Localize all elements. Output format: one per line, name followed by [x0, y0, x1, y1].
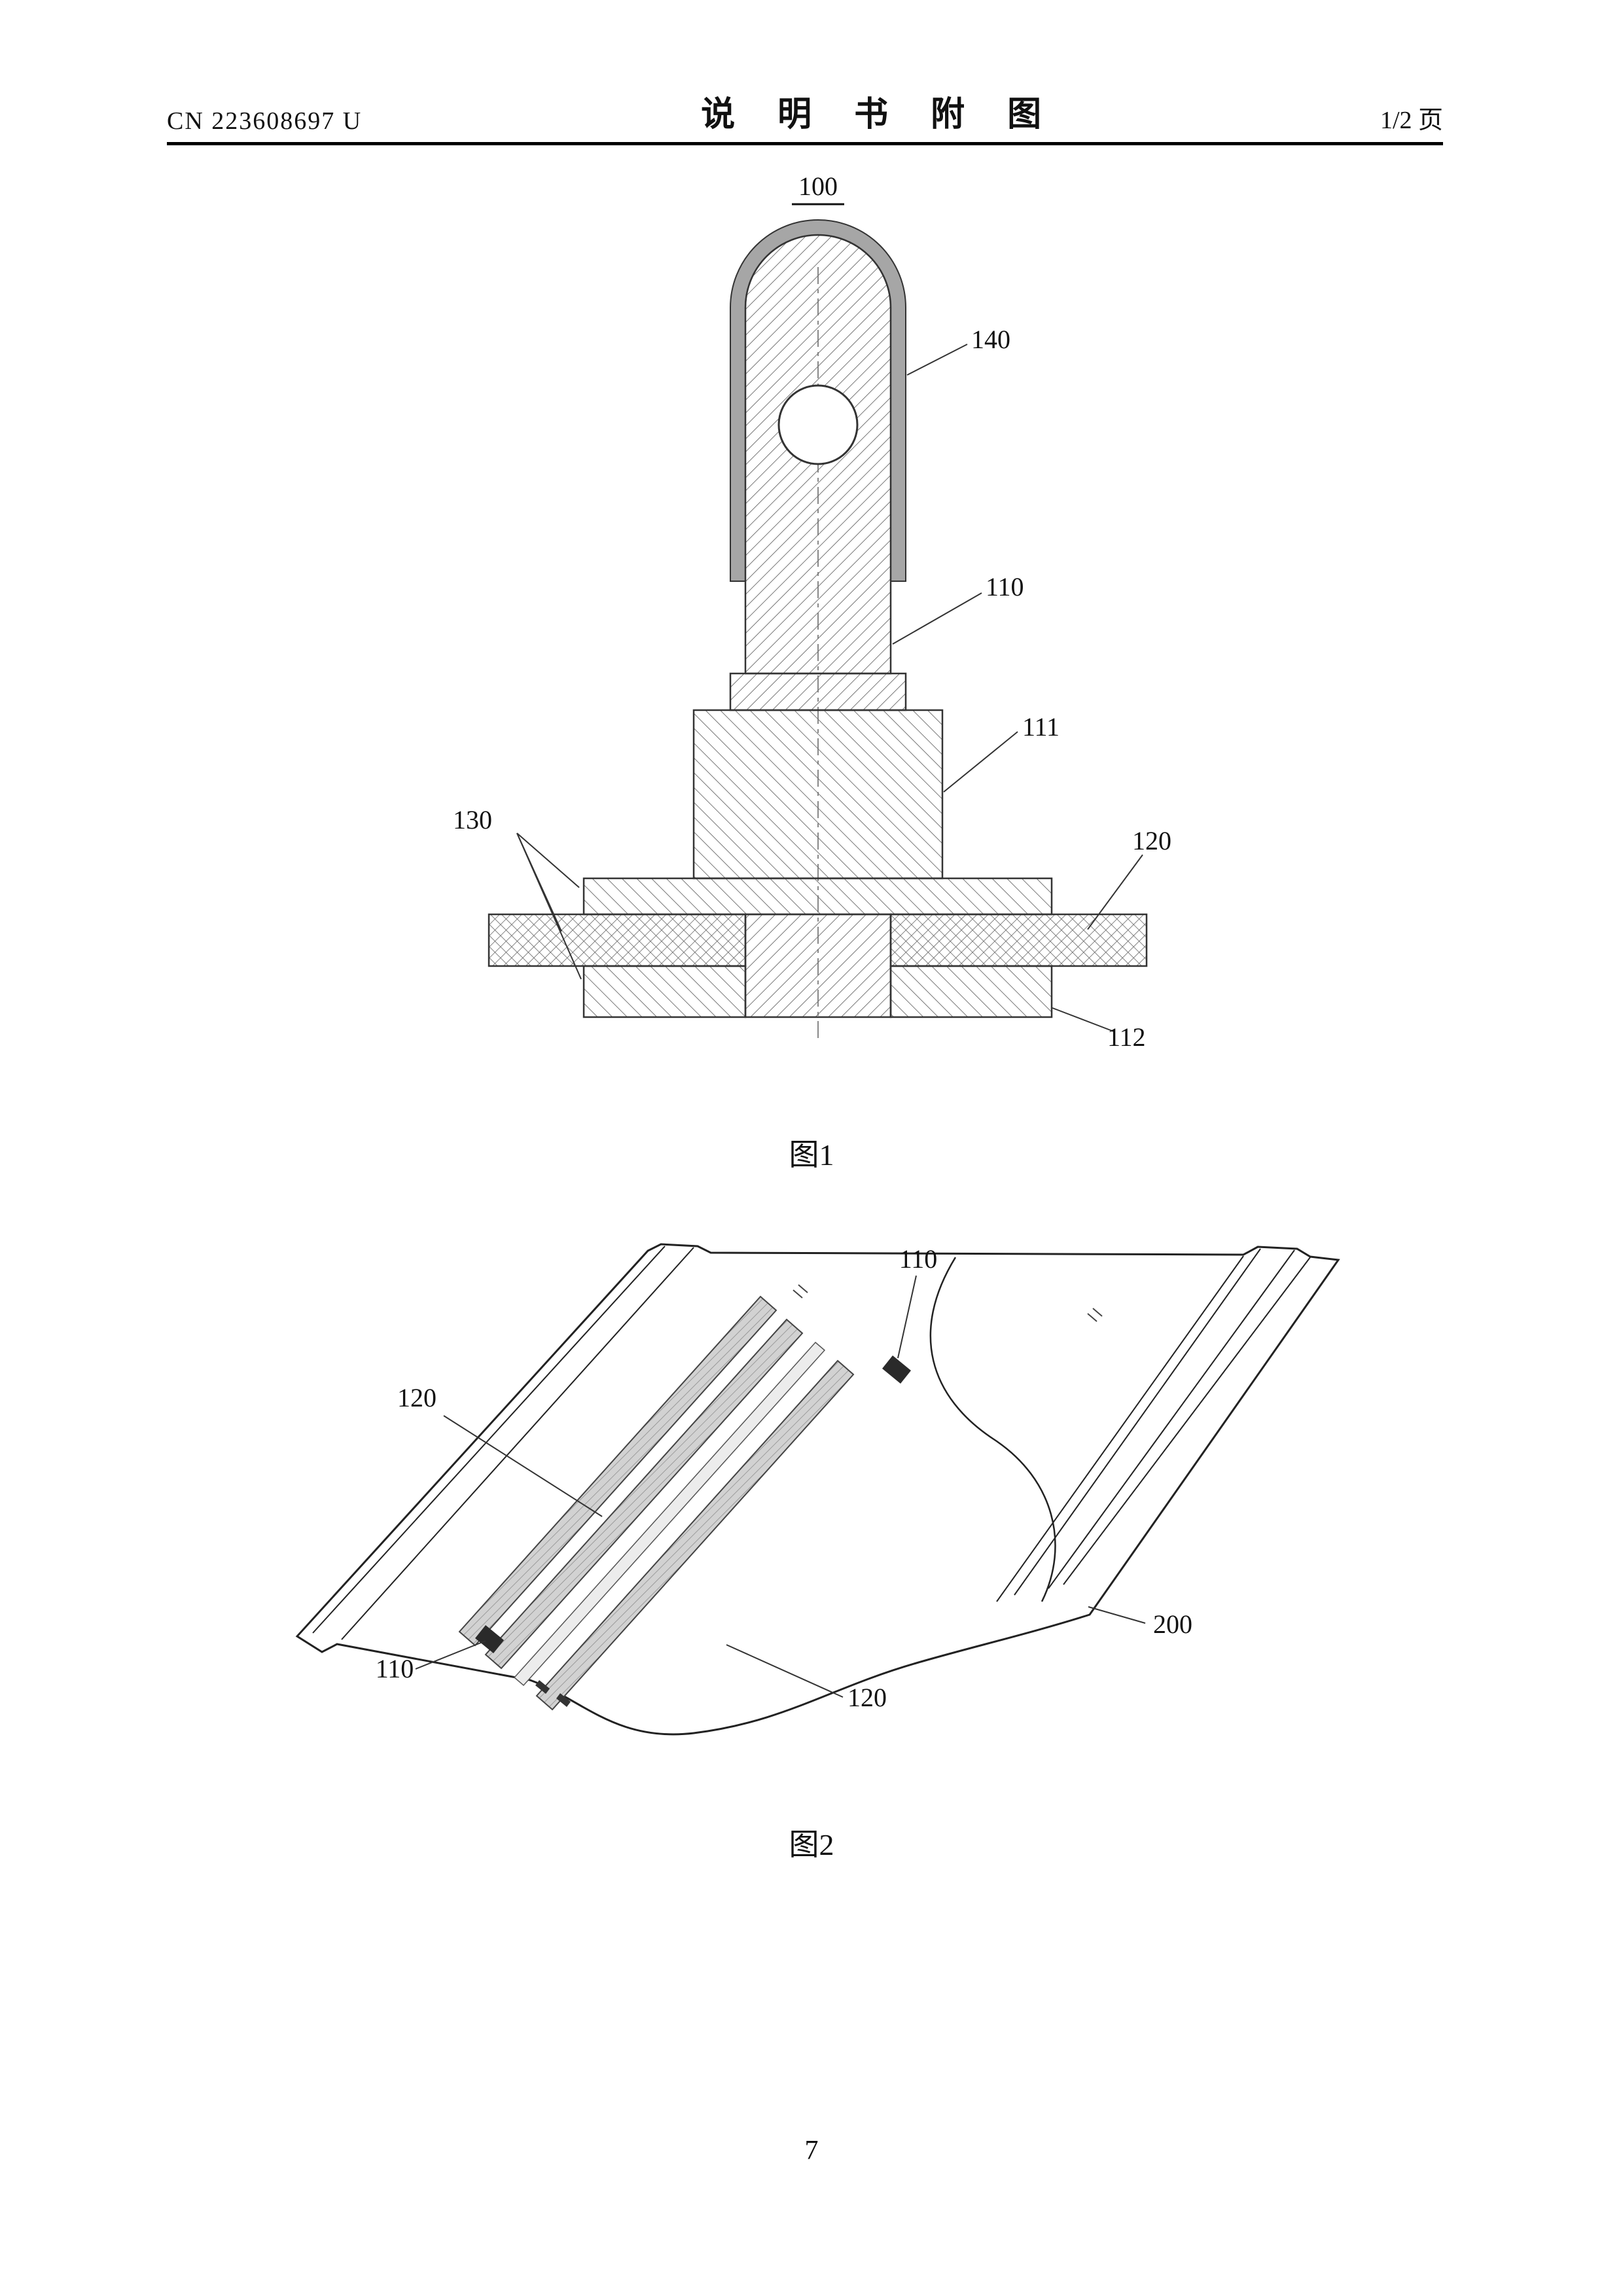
fig2-label-110-bottom: 110	[376, 1654, 414, 1683]
fig1-bottom-plate-right	[889, 965, 1053, 1018]
page-header: CN 223608697 U 说 明 书 附 图 1/2 页	[167, 90, 1443, 145]
fig1-label-111: 111	[1022, 712, 1060, 742]
fig2-rail-4	[535, 1359, 855, 1711]
fig1-label-120: 120	[1132, 826, 1171, 855]
fig1-seal-band-left	[488, 913, 747, 967]
fig2-right-seam-line-3	[1048, 1249, 1295, 1589]
fig1-leader-110	[892, 592, 982, 645]
fig1-leader-112	[1052, 1007, 1115, 1032]
fig1-label-110: 110	[986, 572, 1024, 601]
fig2-detail-mark-2	[1087, 1308, 1103, 1322]
page-number: 7	[804, 2136, 819, 2166]
fig2-leader-120-left	[443, 1415, 603, 1517]
figure1-drawing: 100 140 110 111 130 120 112	[453, 171, 1171, 1052]
figure2-drawing: 110 120 110 120 200	[295, 1243, 1340, 1736]
fig1-bottom-plate-left	[582, 965, 747, 1018]
fig1-label-100: 100	[798, 171, 838, 201]
fig1-leader-140	[906, 344, 968, 376]
fig1-leader-120	[1087, 854, 1143, 930]
fig2-clamp-foot-2	[556, 1693, 571, 1707]
fig2-clamp-foot-1	[535, 1680, 550, 1694]
fig1-base-block	[692, 709, 944, 880]
fig2-detail-mark-1	[793, 1284, 808, 1299]
figure2-caption: 图2	[789, 1828, 834, 1861]
fig2-right-seam-line-1	[996, 1255, 1244, 1602]
fig2-leader-110-top	[897, 1275, 917, 1359]
fig2-rail-3	[513, 1341, 826, 1687]
fig1-bolt-column	[744, 913, 892, 1018]
fig1-top-plate	[582, 877, 1053, 916]
fig1-seal-band-right	[889, 913, 1148, 967]
fig2-label-110-top: 110	[899, 1244, 938, 1274]
fig2-clamp-bottom	[475, 1625, 504, 1653]
fig2-label-120-bottom: 120	[847, 1683, 887, 1712]
fig2-wave-curve	[929, 1257, 1056, 1602]
fig2-right-seam-line-4	[1063, 1257, 1311, 1585]
fig2-sheet-outline	[295, 1243, 1340, 1736]
fig1-leader-130c	[516, 833, 582, 980]
fig2-rail-2	[484, 1318, 804, 1670]
fig2-leader-110-bottom	[415, 1640, 486, 1670]
figure1-container: 100 140 110 111 130 120 112	[445, 169, 1178, 1088]
fig1-eye-hole	[777, 384, 859, 465]
fig1-collar	[729, 672, 907, 711]
fig2-leader-200	[1088, 1606, 1146, 1624]
fig2-left-seam-line-1	[312, 1246, 666, 1634]
page-indicator: 1/2 页	[1380, 107, 1443, 134]
fig2-leader-120-bottom	[726, 1644, 844, 1698]
fig1-label-130: 130	[453, 805, 492, 834]
patent-number: CN 223608697 U	[167, 107, 363, 135]
document-title: 说 明 书 附 图	[701, 96, 1059, 134]
fig2-clamp-top	[882, 1355, 911, 1384]
fig2-label-200: 200	[1153, 1609, 1192, 1639]
fig2-label-120-left: 120	[397, 1383, 437, 1412]
fig2-left-seam-line-2	[341, 1247, 694, 1640]
fig1-label-112: 112	[1107, 1022, 1146, 1052]
fig1-leader-111	[943, 731, 1018, 793]
fig1-label-140: 140	[971, 325, 1010, 354]
fig1-leader-130a	[516, 833, 580, 888]
figure2-container: 110 120 110 120 200	[275, 1240, 1348, 1767]
figure1-caption: 图1	[789, 1138, 834, 1172]
